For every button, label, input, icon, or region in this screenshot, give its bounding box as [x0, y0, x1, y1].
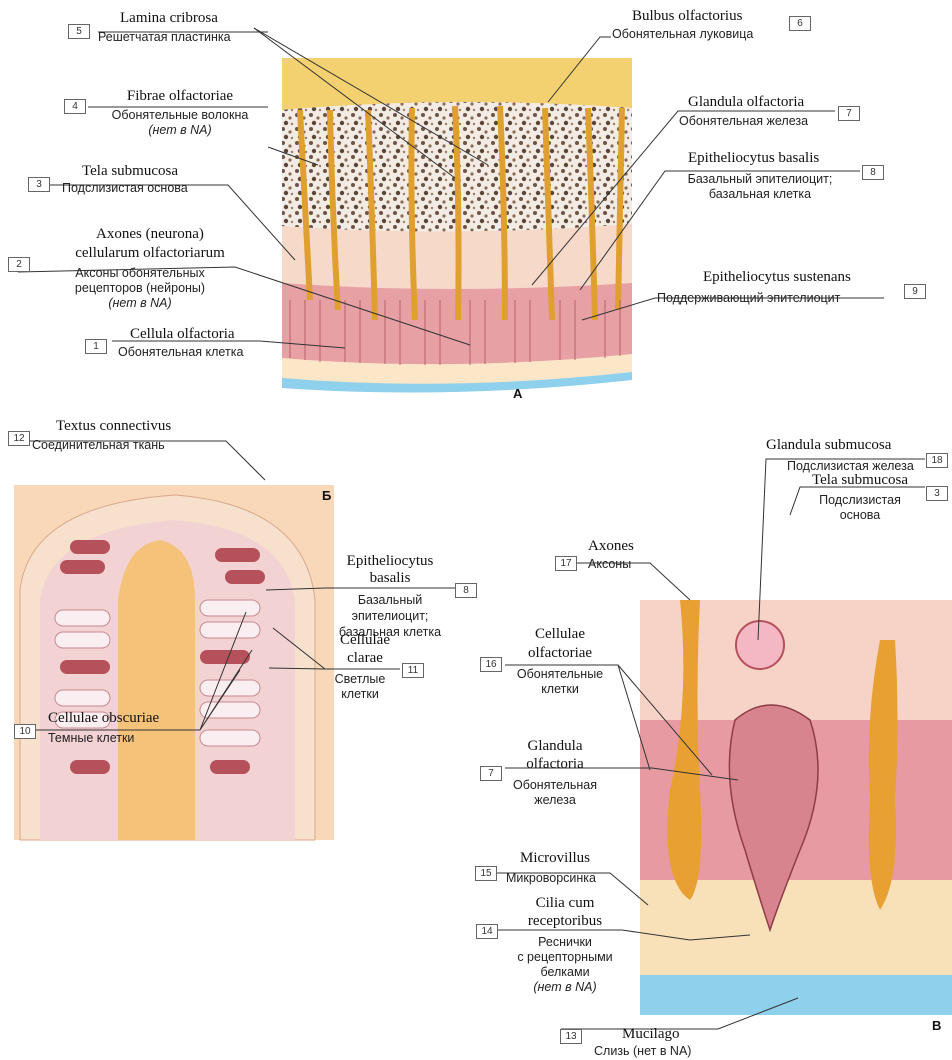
label-number-14: 14 — [476, 924, 498, 939]
label-11-russian: Светлые — [325, 672, 395, 686]
label-6-latin: Bulbus olfactorius — [632, 8, 742, 25]
label-16-latin-2: olfactoriae — [505, 645, 615, 662]
label-14-russian: Реснички — [500, 935, 630, 949]
label-number-8b: 8 — [455, 583, 477, 598]
label-7b-latin: Glandula — [500, 738, 610, 755]
label-16-latin: Cellulae — [505, 626, 615, 643]
panel-b-drawing — [14, 485, 334, 840]
label-14-latin-2: receptoribus — [510, 913, 620, 930]
label-1-latin: Cellula olfactoria — [130, 326, 235, 343]
label-8-latin: Epitheliocytus basalis — [688, 150, 819, 167]
label-13-russian: Слизь (нет в NA) — [594, 1044, 691, 1058]
label-13-latin: Mucilago — [622, 1026, 680, 1043]
label-9-latin: Epitheliocytus sustenans — [703, 269, 851, 286]
label-2-latin: Axones (neurona) — [50, 226, 250, 243]
label-14-latin: Cilia cum — [510, 895, 620, 912]
panel-a-drawing — [282, 58, 632, 393]
label-8b-russian-2: эпителиоцит; — [325, 609, 455, 623]
label-12-latin: Textus connectivus — [56, 418, 171, 435]
label-number-3b: 3 — [926, 486, 948, 501]
label-8b-latin-2: basalis — [330, 570, 450, 587]
label-number-13: 13 — [560, 1029, 582, 1044]
label-number-17: 17 — [555, 556, 577, 571]
label-number-7b: 7 — [480, 766, 502, 781]
label-number-2: 2 — [8, 257, 30, 272]
label-number-9: 9 — [904, 284, 926, 299]
panel-label-b: Б — [322, 488, 331, 503]
label-3b-russian-2: основа — [800, 508, 920, 522]
label-4-russian: Обонятельные волокна — [90, 108, 270, 122]
label-number-15: 15 — [475, 866, 497, 881]
label-18-latin: Glandula submucosa — [766, 437, 891, 454]
label-10-latin: Cellulae obscuriae — [48, 710, 159, 727]
label-17-russian: Аксоны — [588, 557, 631, 571]
label-number-1: 1 — [85, 339, 107, 354]
label-3b-russian: Подслизистая — [800, 493, 920, 507]
label-number-3: 3 — [28, 177, 50, 192]
label-number-16: 16 — [480, 657, 502, 672]
lumen-b — [118, 540, 195, 840]
label-8b-latin: Epitheliocytus — [330, 553, 450, 570]
label-8-russian-2: базальная клетка — [670, 187, 850, 201]
label-10-russian: Темные клетки — [48, 731, 134, 745]
label-8b-russian: Базальный — [325, 593, 455, 607]
label-16-russian-2: клетки — [505, 682, 615, 696]
label-number-11: 11 — [402, 663, 424, 678]
label-number-6: 6 — [789, 16, 811, 31]
label-2-russian: Аксоны обонятельных — [40, 266, 240, 280]
label-14-russian-note: (нет в NA) — [500, 980, 630, 994]
label-2-russian-note: (нет в NA) — [40, 296, 240, 310]
label-5-latin: Lamina cribrosa — [120, 10, 218, 27]
label-4-latin: Fibrae olfactoriae — [90, 88, 270, 105]
label-11-latin: Cellulae — [330, 632, 400, 649]
label-7-russian: Обонятельная железа — [679, 114, 808, 128]
label-5-russian: Решетчатая пластинка — [98, 30, 231, 44]
label-number-7: 7 — [838, 106, 860, 121]
label-number-10: 10 — [14, 724, 36, 739]
mucus-blue-c — [640, 975, 952, 1015]
label-14-russian-3: белками — [500, 965, 630, 979]
label-3-russian: Подслизистая основа — [62, 181, 188, 195]
panel-label-a: А — [513, 386, 522, 401]
label-number-12: 12 — [8, 431, 30, 446]
label-15-russian: Микроворсинка — [506, 871, 596, 885]
label-7b-russian-2: железа — [500, 793, 610, 807]
panel-label-c: В — [932, 1018, 941, 1033]
label-16-russian: Обонятельные — [505, 667, 615, 681]
glandula-submucosa-c — [736, 621, 784, 669]
label-11-latin-2: clarae — [330, 650, 400, 667]
label-1-russian: Обонятельная клетка — [118, 345, 243, 359]
label-number-18: 18 — [926, 453, 948, 468]
label-11-russian-2: клетки — [325, 687, 395, 701]
label-6-russian: Обонятельная луковица — [612, 27, 753, 41]
label-2-latin-2: cellularum olfactoriarum — [40, 245, 260, 262]
label-12-russian: Соединительная ткань — [32, 438, 165, 452]
label-17-latin: Axones — [588, 538, 634, 555]
label-15-latin: Microvillus — [520, 850, 590, 867]
label-7b-russian: Обонятельная — [500, 778, 610, 792]
label-number-4: 4 — [64, 99, 86, 114]
label-3b-latin: Tela submucosa — [812, 472, 908, 489]
label-number-5: 5 — [68, 24, 90, 39]
label-number-8: 8 — [862, 165, 884, 180]
label-14-russian-2: с рецепторными — [500, 950, 630, 964]
label-4-russian-note: (нет в NA) — [90, 123, 270, 137]
panel-c-drawing — [640, 600, 952, 1015]
label-9-russian: Поддерживающий эпителиоцит — [657, 291, 840, 305]
label-2-russian-2: рецепторов (нейроны) — [40, 281, 240, 295]
label-7-latin: Glandula olfactoria — [688, 94, 804, 111]
label-7b-latin-2: olfactoria — [500, 756, 610, 773]
label-3-latin: Tela submucosa — [82, 163, 178, 180]
label-8-russian: Базальный эпителиоцит; — [670, 172, 850, 186]
